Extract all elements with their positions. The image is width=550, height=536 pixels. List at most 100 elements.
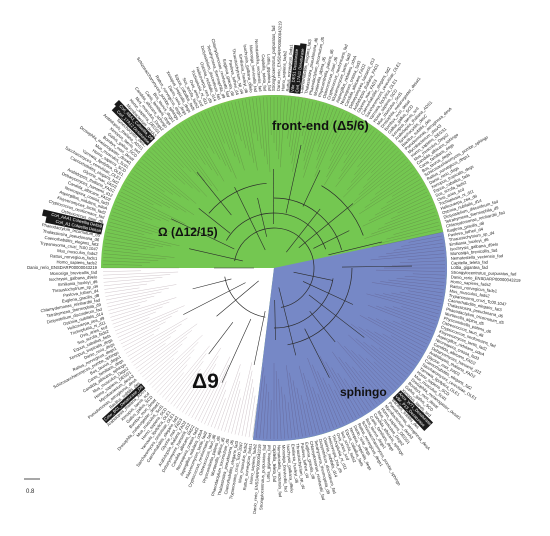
leaf-text: Capitella_teleta_fad [272, 445, 277, 483]
clade-sector-sphingo [252, 232, 447, 441]
leaf-text: Emiliania_huxleyi_d6 [58, 279, 98, 287]
leaf-label: Emiliania_huxleyi_d6 [58, 279, 98, 287]
leaf-label: Euglena_gracilis_d8 [61, 293, 100, 304]
highlighted-leaf-text: Vibr_DES1 Desaturase [290, 48, 300, 92]
leaf-text: Lottia_gigantea_fad [451, 265, 488, 270]
leaf-label: Strongylocentrotus_purpuratus_fad [258, 444, 266, 510]
leaf-text: Trypanosoma_cruzi_Tc00.1047 [40, 241, 99, 252]
leaf-label: Rattus_norvegicus_fads1 [242, 442, 253, 490]
leaf-label: Mus_musculus_fads2 [449, 288, 490, 298]
clade-sectors [101, 94, 448, 442]
leaf-label: Isochrysis_galbana_d9elo [242, 44, 253, 93]
leaf-text: Emiliania_huxleyi_d6 [238, 54, 249, 94]
leaf-label: Capitella_teleta_fad [261, 54, 268, 92]
leaf-label: Homo_sapiens_fads2 [57, 259, 98, 265]
leaf-text: Danio_rerio_ENSDARP00000043219 [276, 21, 283, 92]
leaf-text: Emiliania_huxleyi_d6 [449, 237, 489, 247]
leaf-label: Lottia_gigantea_fad [451, 265, 488, 270]
leaf-label: Pavlova_lutheri_d4 [448, 226, 485, 238]
highlight-box [289, 44, 301, 94]
leaf-text: Nematostella_vectensis_fad [254, 39, 263, 92]
clade-label-omega: Ω (Δ12/15) [158, 225, 218, 239]
tree-branches [103, 97, 445, 439]
leaf-text: Thraustochytrium_sp_d4 [295, 443, 306, 490]
leaf-text: Monosiga_brevicollis_fad [50, 270, 98, 276]
leaf-text: Rattus_norvegicus_fads1 [450, 284, 498, 294]
leaf-label: Nematostella_vectensis_fad [451, 253, 504, 261]
leaf-label: Capitella_teleta_fad [272, 445, 277, 483]
highlight-box [293, 43, 307, 94]
leaf-text: Lottia_gigantea_fad [266, 54, 272, 92]
leaf-label: Nematostella_vectensis_fad [254, 39, 263, 92]
leaf-label: Nematostella_vectensis_fad [277, 445, 283, 498]
leaf-text: Isochrysis_galbana_d9elo [286, 444, 295, 493]
leaf-text: Capitella_teleta_fad [451, 259, 489, 265]
leaf-text: Danio_rerio_ENSDARP00000043219 [252, 444, 263, 515]
leaf-label: Lottia_gigantea_fad [266, 54, 272, 92]
leaf-text: Homo_sapiens_fads2 [450, 279, 491, 287]
leaf-text: Rattus_norvegicus_fads1 [242, 442, 253, 490]
leaf-text: Euglena_gracilis_d8 [304, 442, 316, 481]
leaf-label: Lottia_gigantea_fad [266, 444, 272, 482]
leaf-text: Rattus_norvegicus_fads1 [50, 253, 98, 261]
leaf-text: Emiliania_huxleyi_d6 [290, 444, 299, 484]
leaf-label: Pavlova_lutheri_d4 [63, 288, 100, 298]
leaf-label: Isochrysis_galbana_d9elo [450, 241, 499, 251]
highlight-box [392, 393, 429, 432]
leaf-label: Thraustochytrium_sp_d4 [52, 284, 99, 294]
leaf-label: Monosiga_brevicollis_fad [281, 445, 288, 493]
leaf-label: Emiliania_huxleyi_d6 [449, 237, 489, 247]
leaf-text: Monosiga_brevicollis_fad [450, 247, 498, 256]
leaf-label: Rattus_norvegicus_fads1 [50, 253, 98, 261]
leaf-text: Rattus_norvegicus_fads1 [285, 44, 294, 92]
leaf-label: Isochrysis_galbana_d9elo [286, 444, 295, 493]
leaf-text: Nematostella_vectensis_fad [451, 253, 504, 261]
leaf-label: Danio_rerio_ENSDARP00000043219 [451, 274, 522, 283]
leaf-text: Strongylocentrotus_purpuratus_fad [451, 270, 517, 277]
highlight-box [396, 390, 434, 428]
leaf-label: Euglena_gracilis_d8 [304, 442, 316, 481]
leaf-label: Thraustochytrium_sp_d4 [295, 443, 306, 490]
scale-bar: 0.8 [24, 478, 40, 495]
clade-label-sphingo: sphingo [340, 385, 387, 399]
leaf-label: Emiliania_huxleyi_d6 [238, 54, 249, 94]
leaf-text: Pavlova_lutheri_d4 [300, 442, 311, 479]
leaf-label: Homo_sapiens_fads2 [280, 50, 287, 91]
leaf-text: Euglena_gracilis_d8 [61, 293, 100, 304]
leaf-text: Danio_rerio_ENSDARP00000043219 [27, 265, 98, 270]
leaf-text: Mus_musculus_fads2 [449, 288, 490, 298]
leaf-label: Monosiga_brevicollis_fad [248, 45, 258, 93]
highlight-box [101, 383, 146, 424]
leaf-text: Lottia_gigantea_fad [266, 444, 272, 482]
tree-tip-lines [103, 97, 445, 439]
highlight-box [42, 209, 104, 231]
leaf-label: Homo_sapiens_fads2 [248, 443, 257, 484]
leaf-label: Danio_rerio_ENSDARP00000043219 [252, 444, 263, 515]
leaf-label: Mus_musculus_fads2 [57, 248, 98, 256]
clade-label-delta9: Δ9 [192, 370, 219, 393]
leaf-text: Isochrysis_galbana_d9elo [242, 44, 253, 93]
highlighted-leaf-label: Cerl_17A11 Desaturase [293, 43, 307, 94]
leaf-label: Monosiga_brevicollis_fad [450, 247, 498, 256]
leaf-text: Homo_sapiens_fads2 [280, 50, 287, 91]
leaf-label: Danio_rerio_ENSDARP00000043219 [27, 265, 98, 270]
leaf-text: Nematostella_vectensis_fad [277, 445, 283, 498]
leaf-text: Strongylocentrotus_purpuratus_fad [271, 25, 276, 91]
leaf-label: Trypanosoma_cruzi_Tc00.1047 [40, 241, 99, 252]
leaf-label: Isochrysis_galbana_d9elo [49, 274, 98, 282]
highlighted-leaf-label: Vibr_DES1 Desaturase [289, 44, 301, 94]
leaf-text: Monosiga_brevicollis_fad [248, 45, 258, 93]
leaf-text: Isochrysis_galbana_d9elo [450, 241, 499, 251]
leaf-label: Capitella_teleta_fad [451, 259, 489, 265]
leaf-label: Emiliania_huxleyi_d6 [290, 444, 299, 484]
leaf-label: Pavlova_lutheri_d4 [300, 442, 311, 479]
leaf-text: Monosiga_brevicollis_fad [281, 445, 288, 493]
leaf-label: Homo_sapiens_fads2 [450, 279, 491, 287]
leaf-label-ring: Danio_rerio_ENSDARP00000043219Homo_sapie… [27, 21, 521, 515]
scale-bar-label: 0.8 [26, 489, 35, 495]
leaf-label: Strongylocentrotus_purpuratus_fad [451, 270, 517, 277]
highlighted-leaf-text: Cerl_17A11 Desaturase [294, 47, 305, 92]
leaf-text: Mus_musculus_fads2 [237, 442, 248, 483]
leaf-text: Thraustochytrium_sp_d4 [52, 284, 99, 294]
highlight-box [114, 99, 156, 143]
